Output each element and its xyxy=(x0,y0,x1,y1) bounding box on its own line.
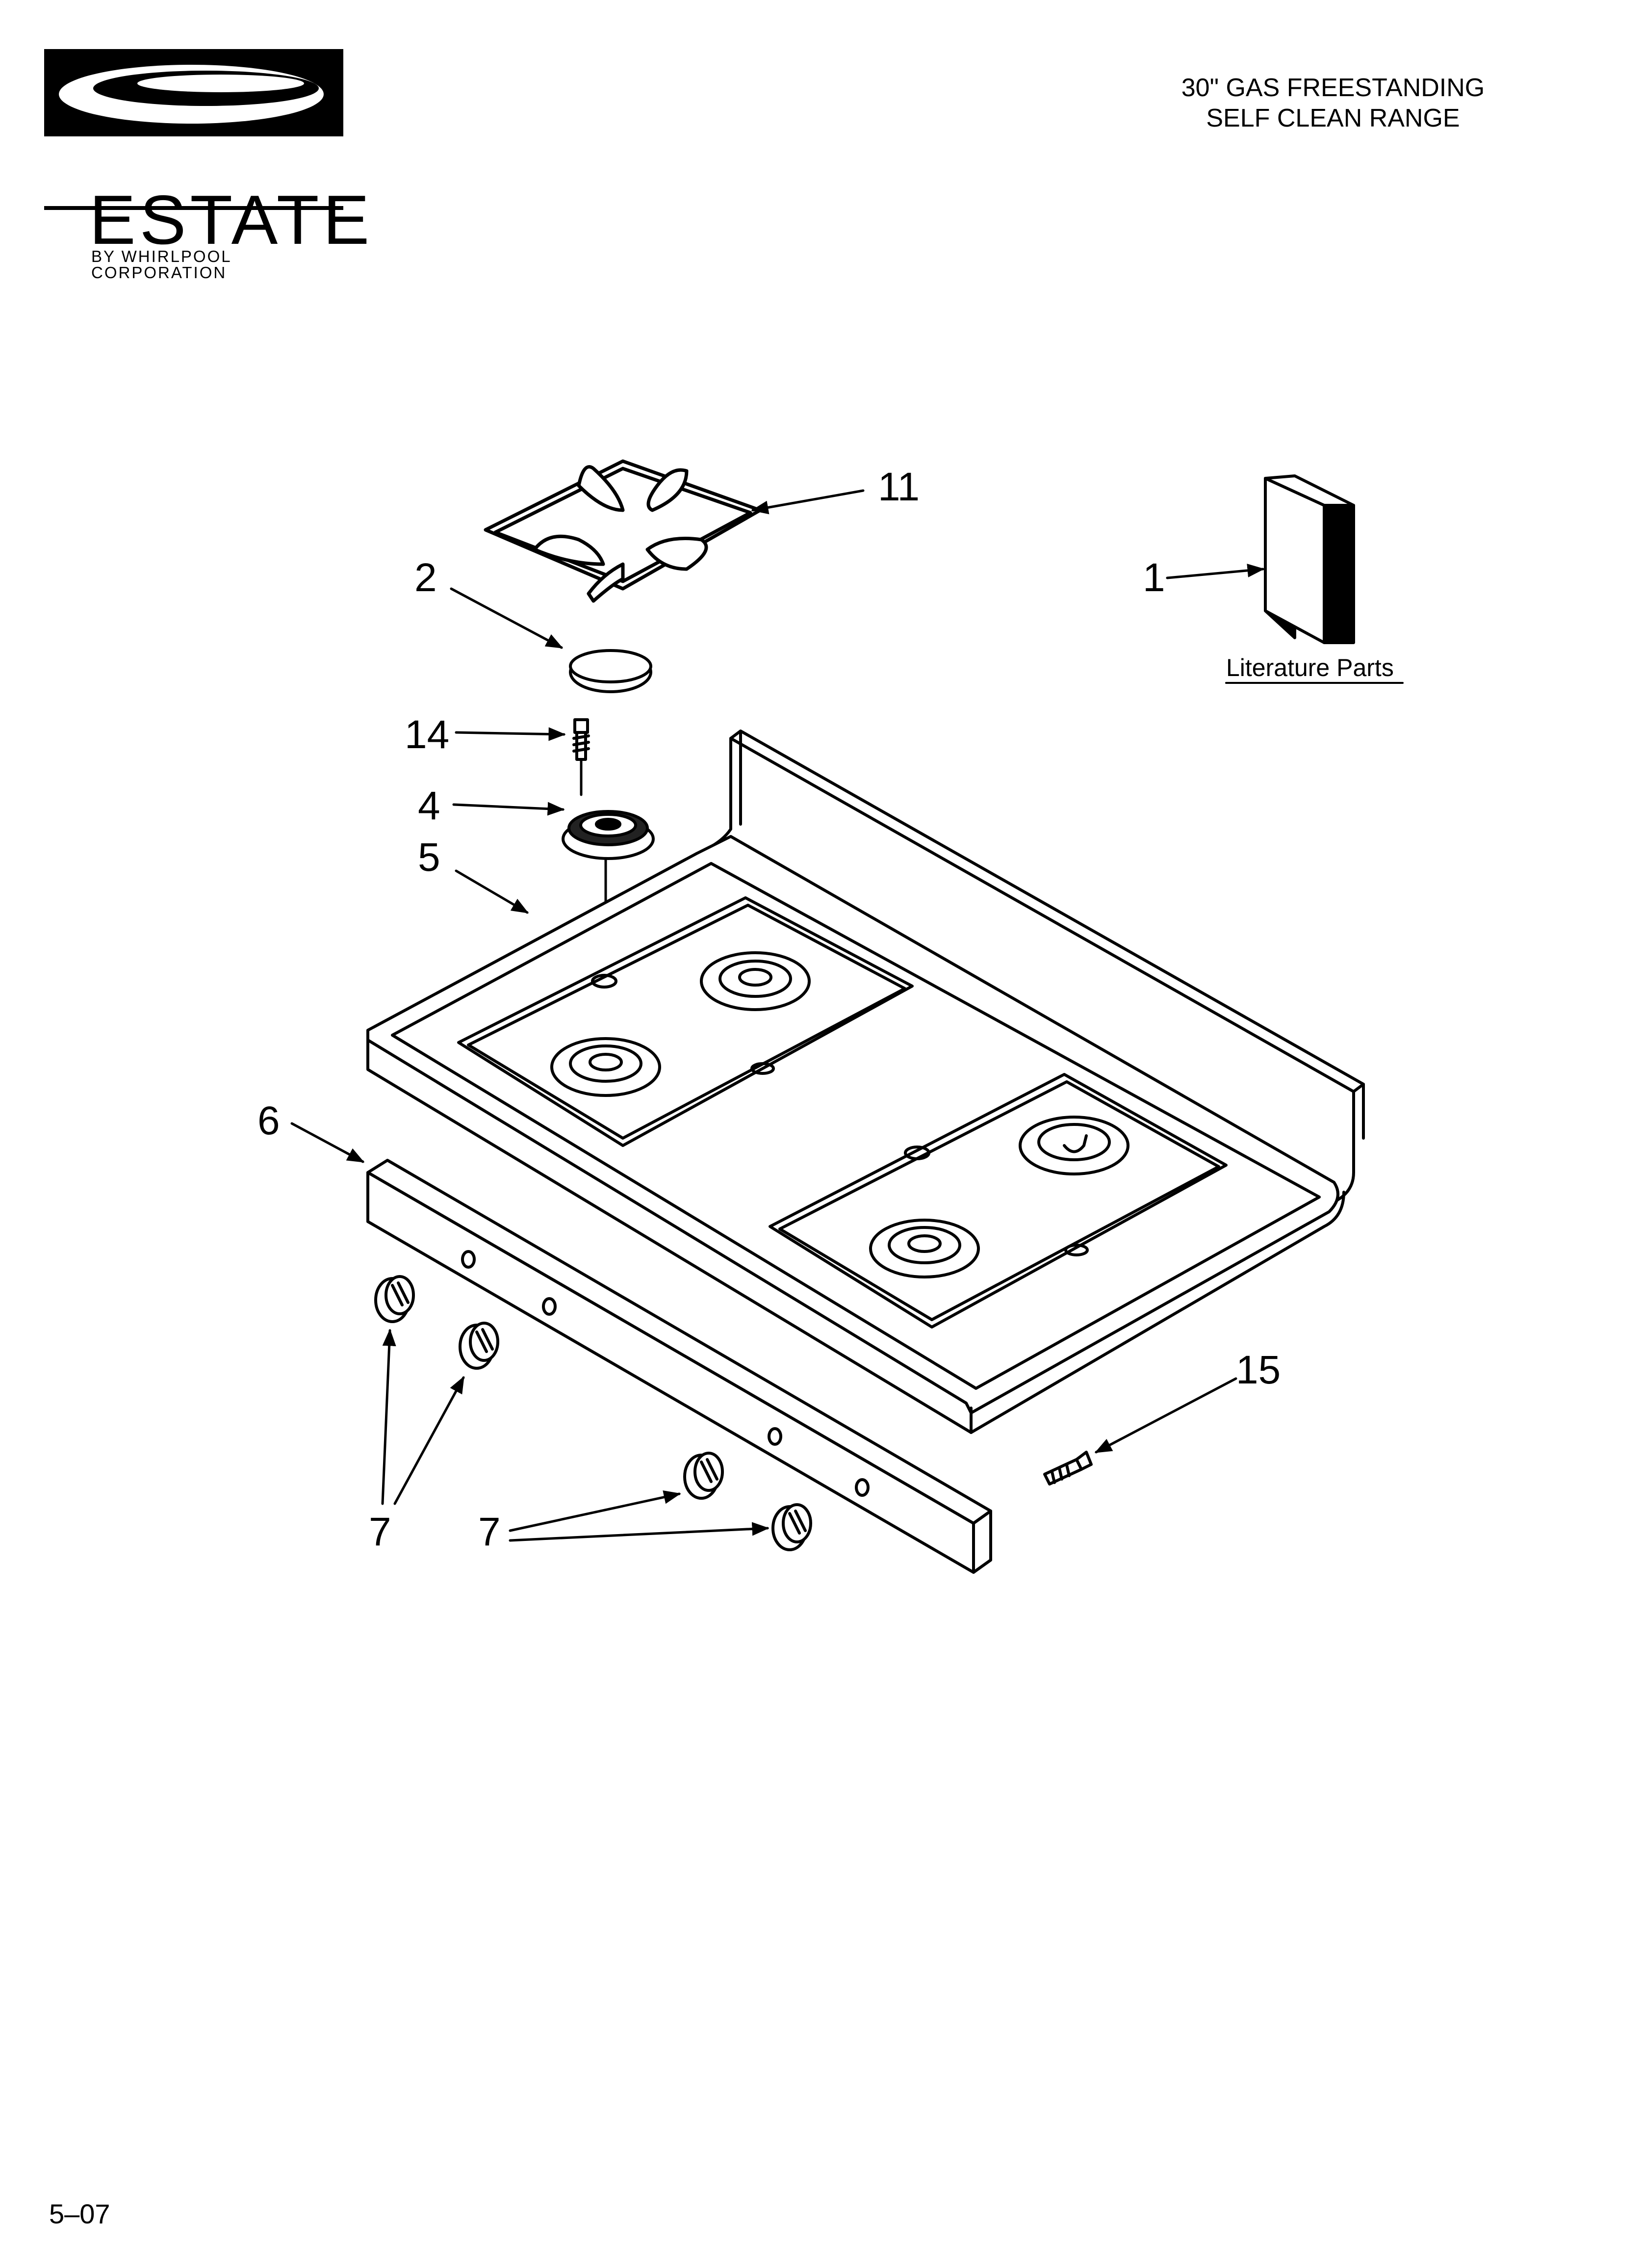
leader-lines xyxy=(290,489,1265,1542)
callout-5: 5 xyxy=(418,835,440,880)
callout-2: 2 xyxy=(414,555,437,600)
callout-7-right: 7 xyxy=(478,1510,501,1554)
logo-swoosh-icon xyxy=(44,49,343,210)
cooktop-icon xyxy=(366,730,1365,1434)
callout-14: 14 xyxy=(405,712,449,757)
brand-tagline: BY WHIRLPOOL CORPORATION xyxy=(91,247,231,282)
page-code: 5–07 xyxy=(49,2198,110,2229)
callout-7-left: 7 xyxy=(369,1510,391,1554)
brand-name: ESTATE xyxy=(89,181,374,259)
callout-4: 4 xyxy=(418,783,440,828)
estate-logo: ESTATE BY WHIRLPOOL CORPORATION xyxy=(44,49,369,281)
literature-booklet-icon xyxy=(1264,474,1355,644)
trim-screw-icon xyxy=(1043,1451,1093,1486)
control-knob-icon xyxy=(374,1275,812,1551)
callout-11: 11 xyxy=(878,465,920,509)
callout-15: 15 xyxy=(1236,1348,1281,1392)
title-line-2: SELF CLEAN RANGE xyxy=(1206,104,1460,132)
burner-grate-icon xyxy=(484,459,762,603)
screw-icon xyxy=(572,718,590,796)
control-panel-trim-icon xyxy=(366,1159,992,1574)
burner-base-icon xyxy=(562,810,655,973)
literature-parts-label: Literature Parts xyxy=(1226,654,1394,681)
callout-1: 1 xyxy=(1143,555,1165,600)
title-line-1: 30" GAS FREESTANDING xyxy=(1181,74,1485,102)
page-title: 30" GAS FREESTANDING SELF CLEAN RANGE xyxy=(1088,73,1578,133)
burner-cap-icon xyxy=(569,649,652,693)
callout-6: 6 xyxy=(257,1098,280,1143)
